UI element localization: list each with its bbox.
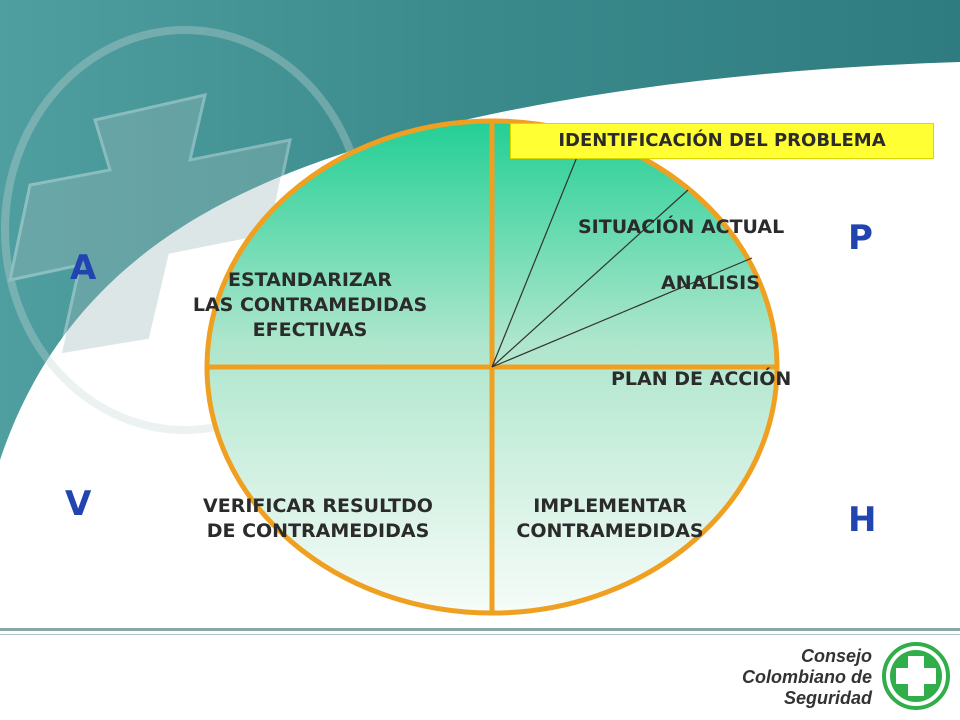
logo-line-3: Seguridad <box>783 688 872 708</box>
quadrant-letter-h: H <box>848 500 877 540</box>
do-line-2: CONTRAMEDIDAS <box>516 520 704 542</box>
check-line-2: DE CONTRAMEDIDAS <box>206 520 430 542</box>
do-line-1: IMPLEMENTAR <box>533 495 687 517</box>
organization-logo-text: Consejo Colombiano de Seguridad <box>742 646 872 709</box>
act-text: ESTANDARIZAR LAS CONTRAMEDIDAS EFECTIVAS <box>160 268 460 343</box>
quadrant-letter-p: P <box>848 218 873 258</box>
plan-step-situacion: SITUACIÓN ACTUAL <box>578 216 785 238</box>
act-line-3: EFECTIVAS <box>252 319 368 341</box>
plan-step-plan: PLAN DE ACCIÓN <box>611 368 792 390</box>
footer-divider <box>0 628 960 631</box>
do-text: IMPLEMENTAR CONTRAMEDIDAS <box>480 494 740 544</box>
check-line-1: VERIFICAR RESULTDO <box>203 495 433 517</box>
problem-identification-box: IDENTIFICACIÓN DEL PROBLEMA <box>510 123 934 159</box>
quadrant-letter-v: V <box>65 484 92 524</box>
act-line-1: ESTANDARIZAR <box>227 269 393 291</box>
act-line-2: LAS CONTRAMEDIDAS <box>192 294 428 316</box>
logo-line-2: Colombiano de <box>742 667 872 687</box>
plan-fan-lines <box>491 156 753 368</box>
quadrant-letter-a: A <box>70 248 97 288</box>
plan-step-analisis: ANALISIS <box>661 272 760 294</box>
teal-header-swoosh <box>0 0 960 460</box>
green-cross-icon <box>882 642 950 710</box>
logo-line-1: Consejo <box>800 646 872 666</box>
check-text: VERIFICAR RESULTDO DE CONTRAMEDIDAS <box>168 494 468 544</box>
